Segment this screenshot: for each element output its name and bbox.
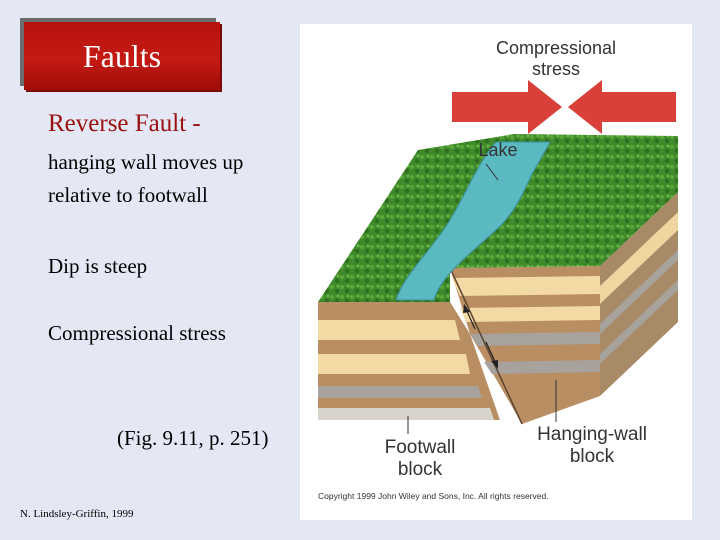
label-hanging-wall: Hanging-wall: [537, 424, 647, 445]
author-credit: N. Lindsley-Griffin, 1999: [20, 508, 134, 520]
slide-subtitle: Reverse Fault -: [48, 110, 201, 137]
slide-title: Faults: [82, 37, 162, 74]
label-footwall-block: block: [397, 458, 443, 480]
reverse-fault-figure: Compressional stress Lake Footwall block…: [300, 24, 692, 520]
title-box: Faults: [24, 22, 220, 90]
block-diagram: [318, 80, 678, 434]
definition-line-2: relative to footwall: [48, 183, 208, 207]
fault-plane: [449, 267, 523, 425]
footwall-block: [318, 302, 500, 420]
stress-text: Compressional stress: [48, 321, 226, 345]
dip-text: Dip is steep: [48, 254, 148, 278]
figure-reference: (Fig. 9.11, p. 251): [117, 426, 269, 450]
fault-motion-arrows: [463, 304, 498, 369]
label-compressional: Compressional: [495, 38, 617, 58]
label-hanging-wall-block: block: [569, 445, 615, 467]
copyright-notice: Copyright 1999 John Wiley and Sons, Inc.…: [318, 491, 549, 501]
label-lake: Lake: [478, 140, 518, 160]
definition-line-1: hanging wall moves up: [48, 150, 244, 174]
lake-leader-line: [485, 163, 499, 181]
compressional-arrow-left: [452, 80, 562, 134]
hanging-wall-block: [450, 266, 600, 424]
label-footwall: Footwall: [384, 437, 456, 458]
lake: [395, 141, 551, 301]
compressional-arrow-right: [568, 80, 676, 134]
label-stress: stress: [531, 58, 580, 79]
